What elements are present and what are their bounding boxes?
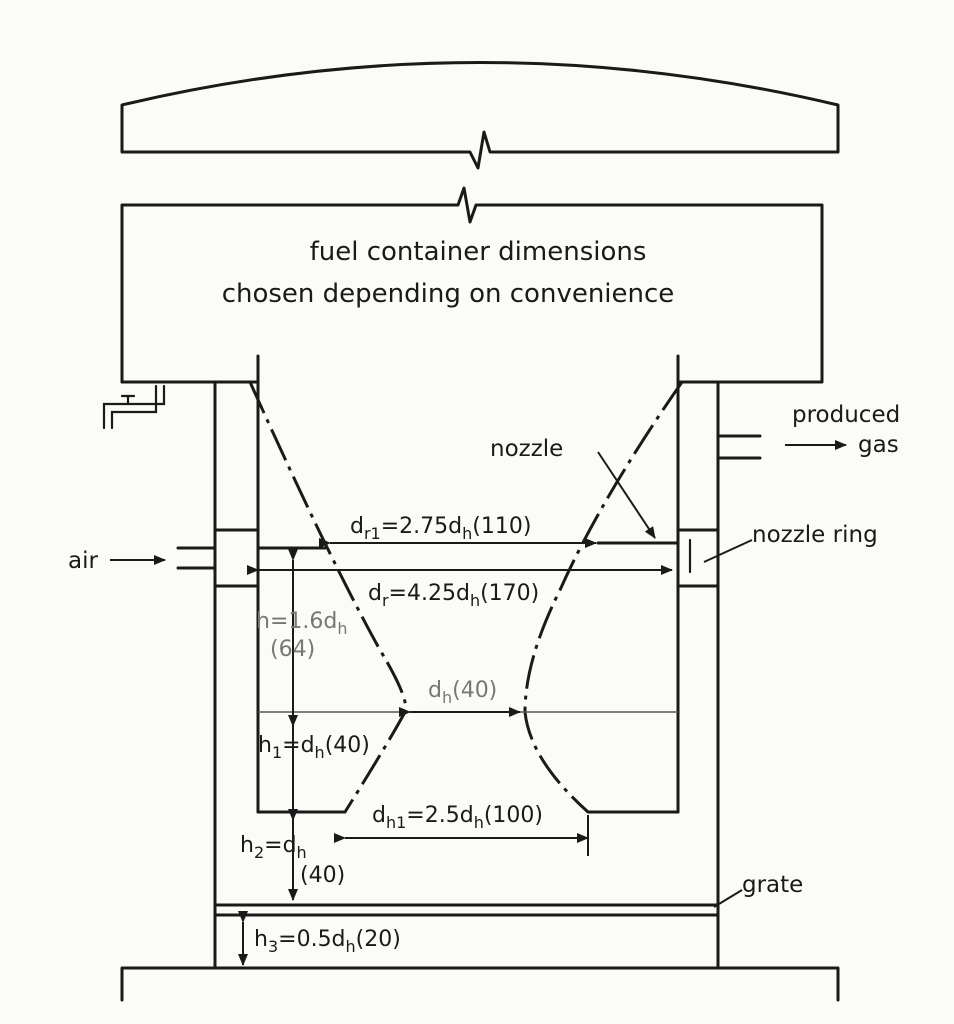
dome-cap [120, 61, 840, 170]
nozzle-leader [597, 451, 656, 539]
dr-label: dr=4.25dh(170) [368, 581, 539, 610]
feed-pipe [102, 384, 166, 430]
dh-label: dh(40) [428, 678, 497, 707]
throat-profile-left [248, 381, 408, 813]
h3-label: h3=0.5dh(20) [254, 927, 401, 956]
h2-value: (40) [300, 863, 345, 888]
h2-label: h2=dh [240, 833, 307, 862]
air-label: air [68, 548, 98, 574]
h-label: h=1.6dh [256, 609, 347, 638]
nozzle-ring-leader [703, 539, 753, 563]
dr1-label: dr1=2.75dh(110) [350, 514, 531, 543]
base-plate [120, 966, 840, 1002]
dh1-label: dh1=2.5dh(100) [372, 803, 543, 832]
produced-label: produced [792, 402, 900, 428]
h-value: (64) [270, 637, 315, 662]
title-line-1: fuel container dimensions [310, 237, 647, 267]
throat-profile-right [523, 381, 684, 814]
title-line-2: chosen depending on convenience [222, 279, 675, 309]
grate-label: grate [742, 872, 803, 898]
gas-label: gas [858, 432, 899, 458]
h1-label: h1=dh(40) [258, 733, 370, 762]
nozzle-label: nozzle [490, 436, 563, 462]
nozzle-ring-label: nozzle ring [752, 522, 878, 548]
grate-leader [713, 889, 743, 908]
fuel-container [120, 186, 824, 384]
